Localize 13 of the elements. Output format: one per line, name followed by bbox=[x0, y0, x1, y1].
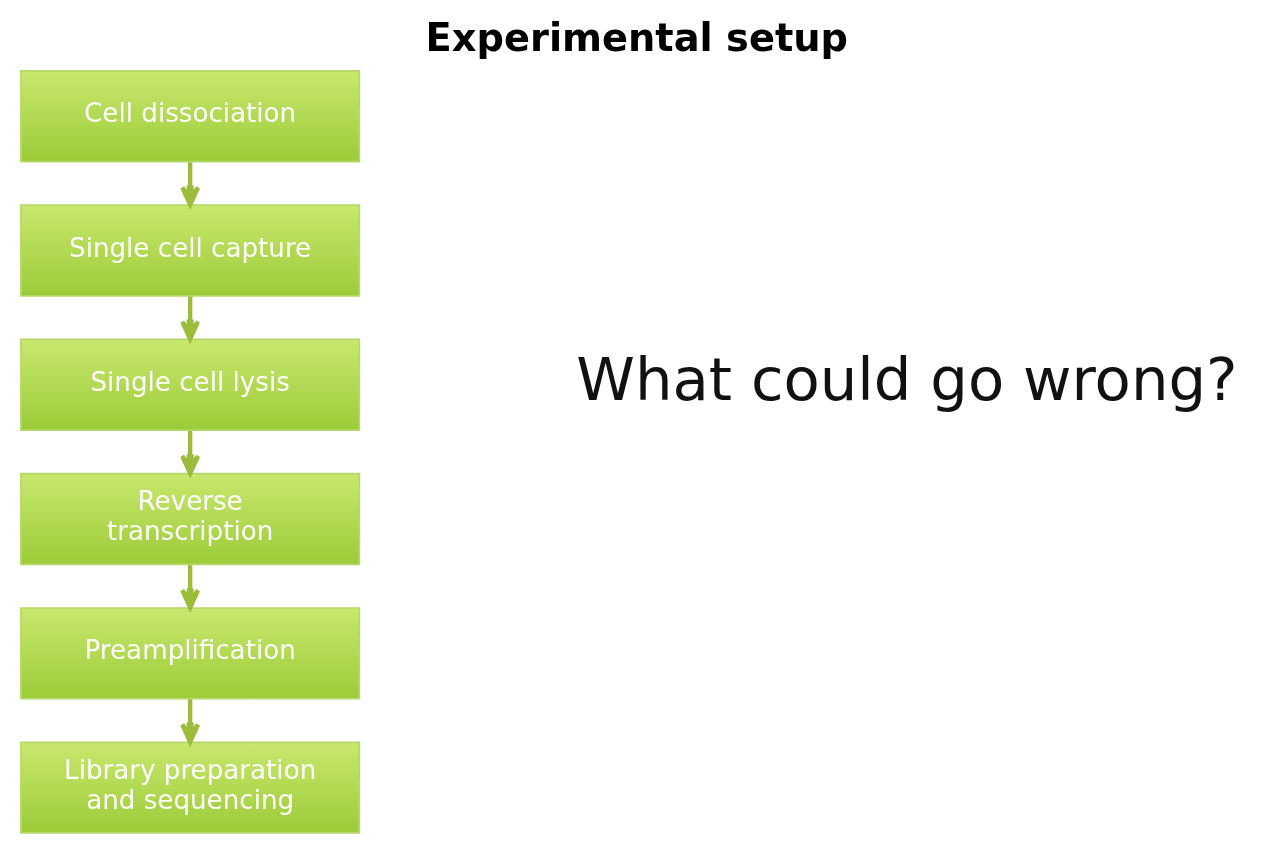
node-box: Preamplification bbox=[20, 607, 361, 700]
arrow bbox=[180, 430, 201, 476]
arrow bbox=[180, 162, 201, 208]
node-box: Single cell capture bbox=[20, 204, 361, 297]
arrow bbox=[180, 699, 201, 745]
node-box: Reverse transcription bbox=[20, 472, 361, 566]
node-box: Single cell lysis bbox=[20, 338, 361, 431]
node-box: Library preparation and sequencing bbox=[20, 741, 361, 834]
diagram-title: Experimental setup bbox=[425, 14, 849, 60]
node-box: Cell dissociation bbox=[20, 69, 361, 163]
arrow bbox=[180, 565, 201, 610]
label: What could go wrong? bbox=[576, 344, 1238, 414]
arrow bbox=[180, 296, 201, 342]
